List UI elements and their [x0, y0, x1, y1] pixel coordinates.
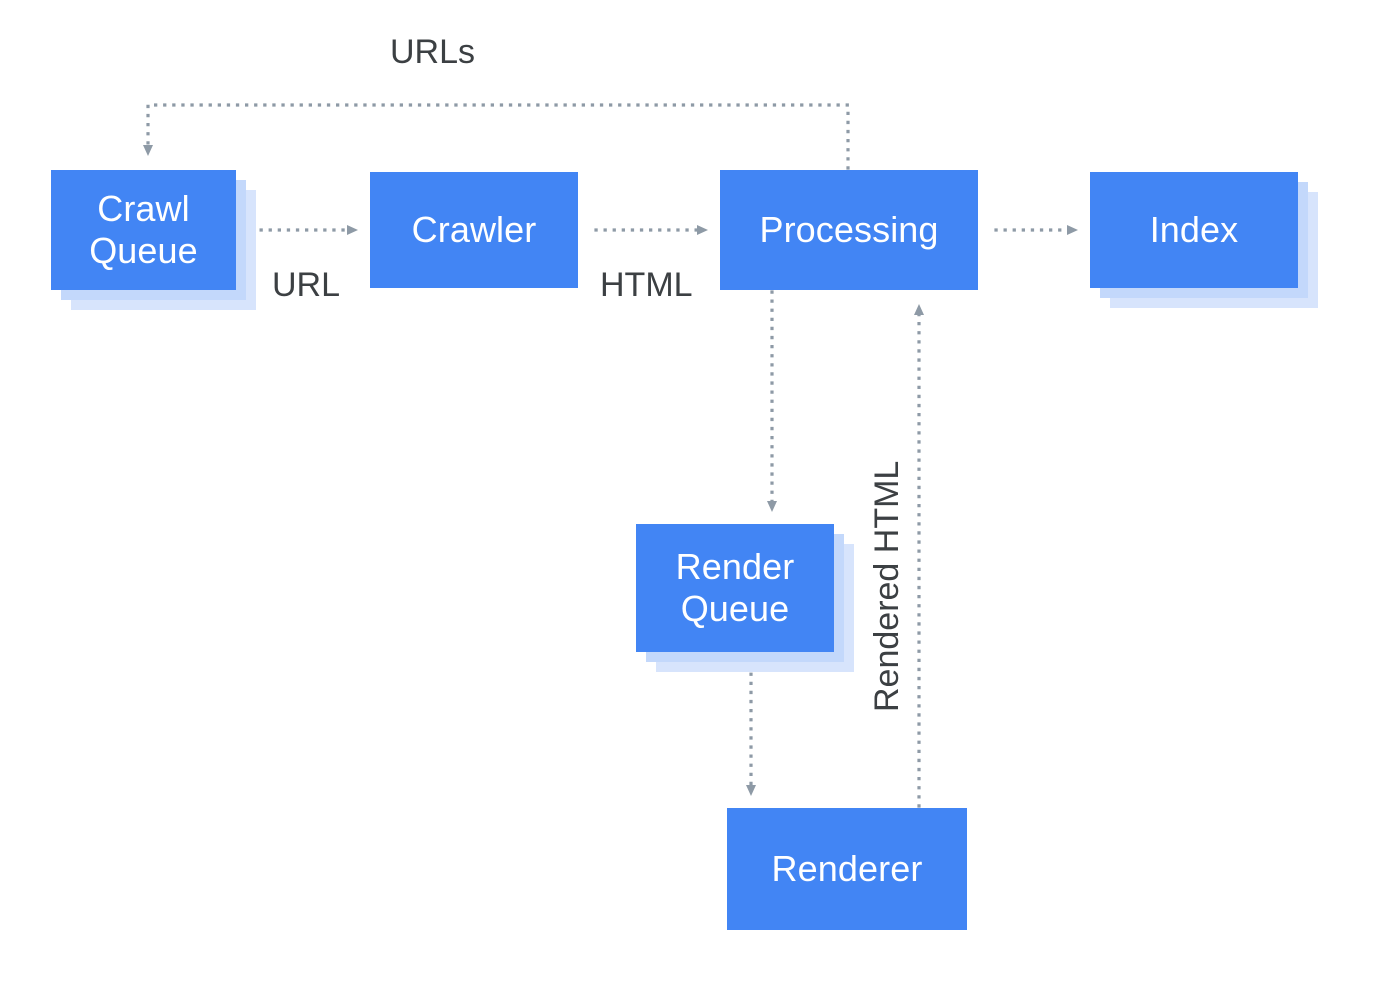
node-face: Crawler: [370, 172, 578, 288]
node-label-crawl-queue: Crawl Queue: [89, 187, 198, 271]
node-face: Render Queue: [636, 524, 834, 652]
node-label-processing: Processing: [759, 208, 939, 250]
node-label-renderer: Renderer: [771, 847, 923, 889]
node-label-index: Index: [1149, 208, 1239, 250]
edge-label-url: URL: [272, 266, 341, 304]
node-face: Renderer: [727, 808, 967, 930]
node-render-queue[interactable]: Render Queue: [636, 524, 854, 672]
node-crawl-queue[interactable]: Crawl Queue: [51, 170, 256, 310]
edge-label-urls: URLs: [390, 33, 476, 71]
node-face: Crawl Queue: [51, 170, 236, 290]
node-face: Index: [1090, 172, 1298, 288]
node-index[interactable]: Index: [1090, 172, 1318, 308]
node-renderer[interactable]: Renderer: [727, 808, 967, 930]
node-label-render-queue: Render Queue: [675, 545, 795, 629]
node-crawler[interactable]: Crawler: [370, 172, 578, 288]
edge-label-rendered-html: Rendered HTML: [868, 460, 906, 712]
node-label-crawler: Crawler: [411, 208, 537, 250]
edge-processing-to-crawlqueue: [143, 103, 850, 170]
node-processing[interactable]: Processing: [720, 170, 978, 290]
edge-label-html: HTML: [600, 266, 693, 304]
node-face: Processing: [720, 170, 978, 290]
